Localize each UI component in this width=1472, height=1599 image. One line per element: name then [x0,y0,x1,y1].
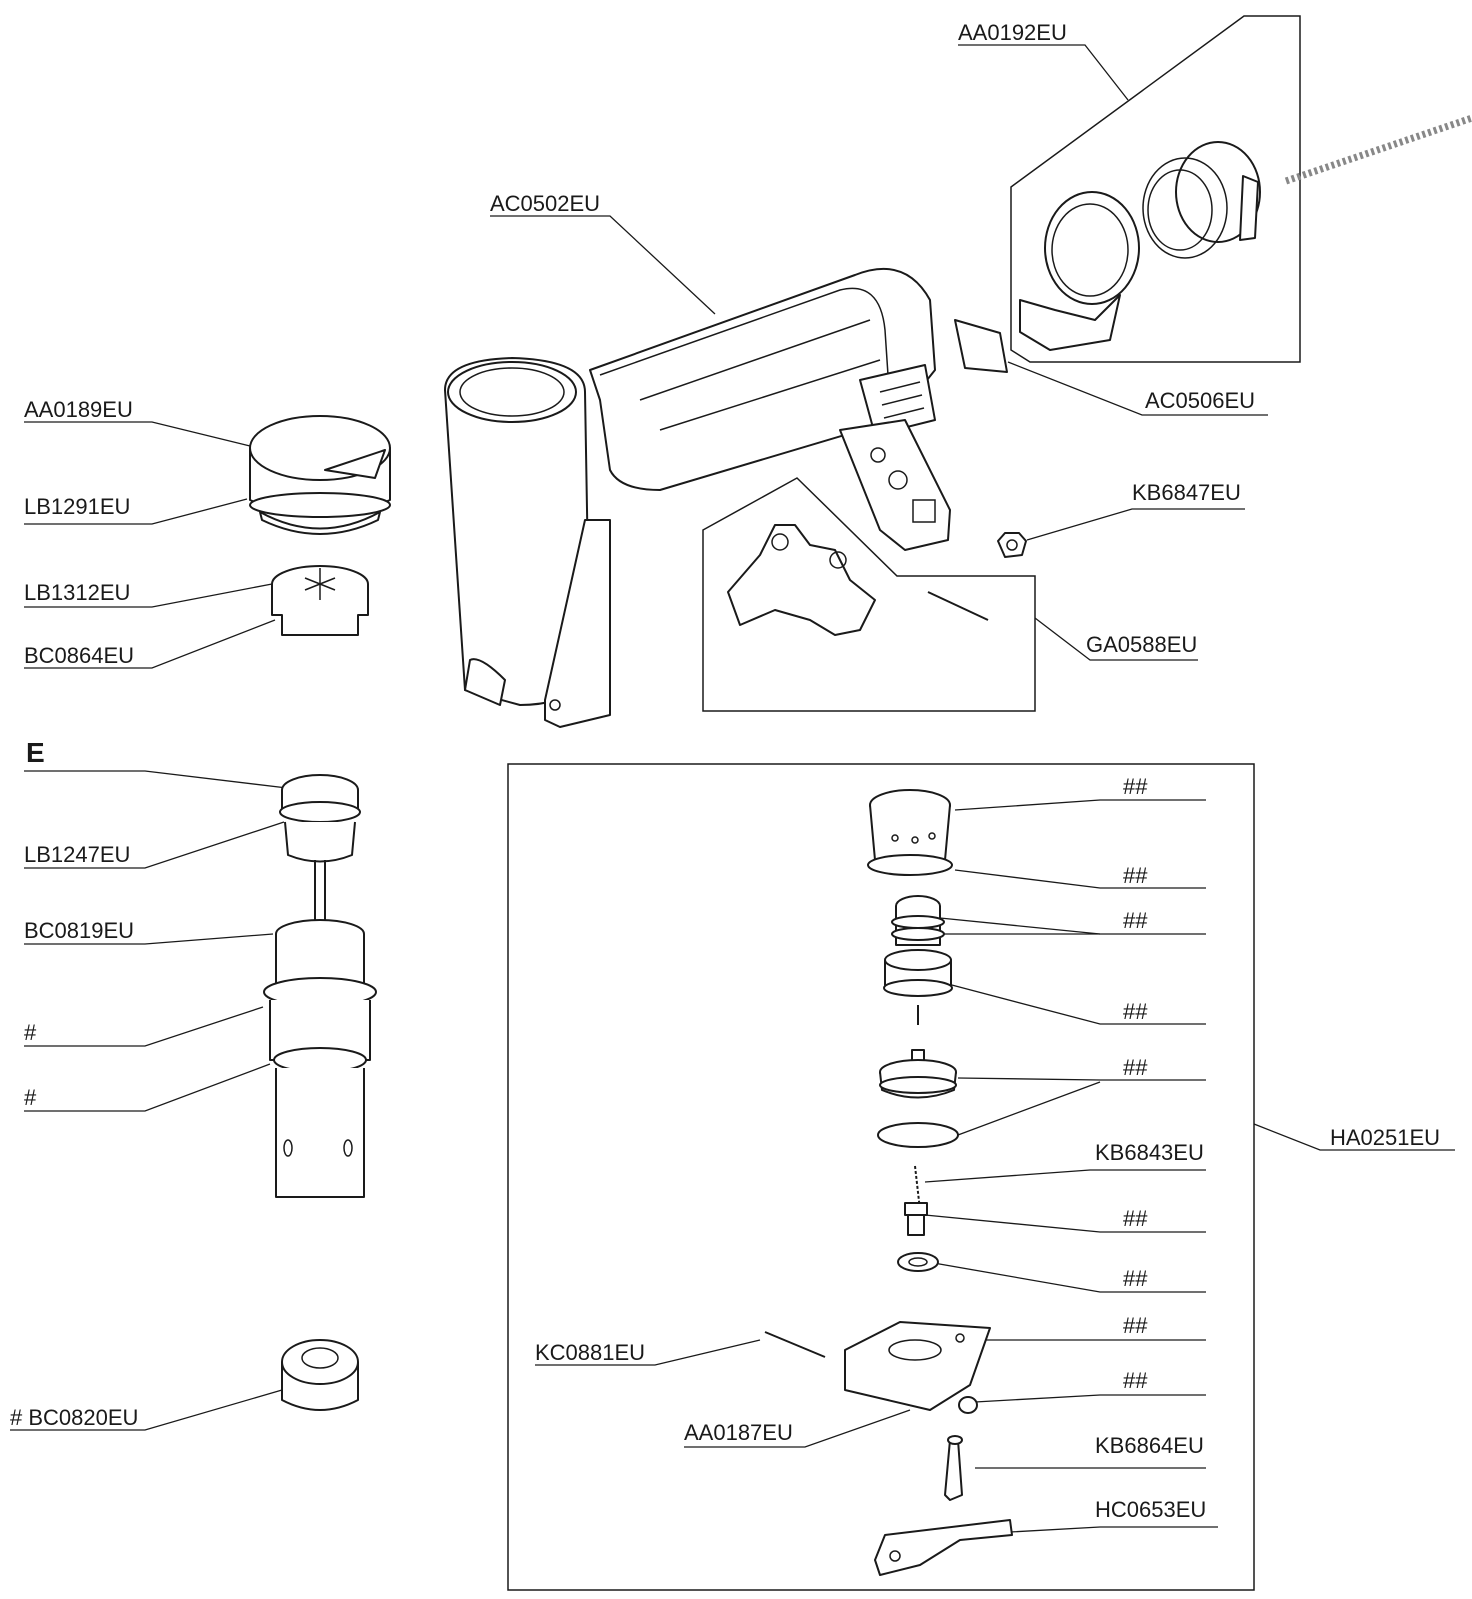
bc0820-bushing [281,1339,359,1411]
label-kit-item-2: ## [1123,863,1148,888]
ha0251-kit-box [507,763,1255,1591]
kb6847-nut [997,532,1027,558]
ac0506-part [954,319,1008,373]
label-kit-item-9: ## [1123,1368,1148,1393]
label-aa0189eu: AA0189EU [24,397,133,422]
continuation-dashed-line [1284,114,1472,185]
leader-lines [10,44,1455,1533]
section-e-label: E [26,737,45,768]
label-kit-item-4: ## [1123,999,1148,1024]
label-lb1291eu: LB1291EU [24,494,131,519]
ha0251-kit-parts [764,789,1013,1576]
label-bc0819eu: BC0819EU [24,918,135,943]
lb1247-valve [279,774,361,940]
label-ac0502eu: AC0502EU [490,191,601,216]
label-kb6843eu: KB6843EU [1095,1140,1204,1165]
bc0819-sleeve [263,919,377,1198]
label-hc0653eu: HC0653EU [1095,1497,1207,1522]
label-aa0187eu: AA0187EU [684,1420,793,1445]
aa0192-group-box [1010,15,1301,363]
label-lb1247eu: LB1247EU [24,842,131,867]
label-bc0820eu: # BC0820EU [10,1405,139,1430]
label-hash-2: # [24,1085,37,1110]
label-kit-item-6: ## [1123,1206,1148,1231]
ga0588-parts [727,524,989,636]
label-ha0251eu: HA0251EU [1330,1125,1441,1150]
label-kit-item-1: ## [1123,774,1148,799]
label-lb1312eu: LB1312EU [24,580,131,605]
label-hash-1: # [24,1020,37,1045]
label-aa0192eu: AA0192EU [958,20,1067,45]
ga0588-group-box [702,477,1036,712]
label-kit-item-3: ## [1123,908,1148,933]
label-kit-item-5: ## [1123,1055,1148,1080]
label-ga0588eu: GA0588EU [1086,632,1198,657]
label-kit-item-7: ## [1123,1266,1148,1291]
lb1312-retainer [271,565,369,636]
label-kc0881eu: KC0881EU [535,1340,646,1365]
label-kit-item-8: ## [1123,1313,1148,1338]
ac0502-tool-body [444,267,951,728]
label-kb6847eu: KB6847EU [1132,480,1241,505]
label-kb6864eu: KB6864EU [1095,1433,1204,1458]
label-bc0864eu: BC0864EU [24,643,135,668]
aa0192-parts [1019,141,1261,351]
label-ac0506eu: AC0506EU [1145,388,1256,413]
aa0189-cap [249,415,391,535]
